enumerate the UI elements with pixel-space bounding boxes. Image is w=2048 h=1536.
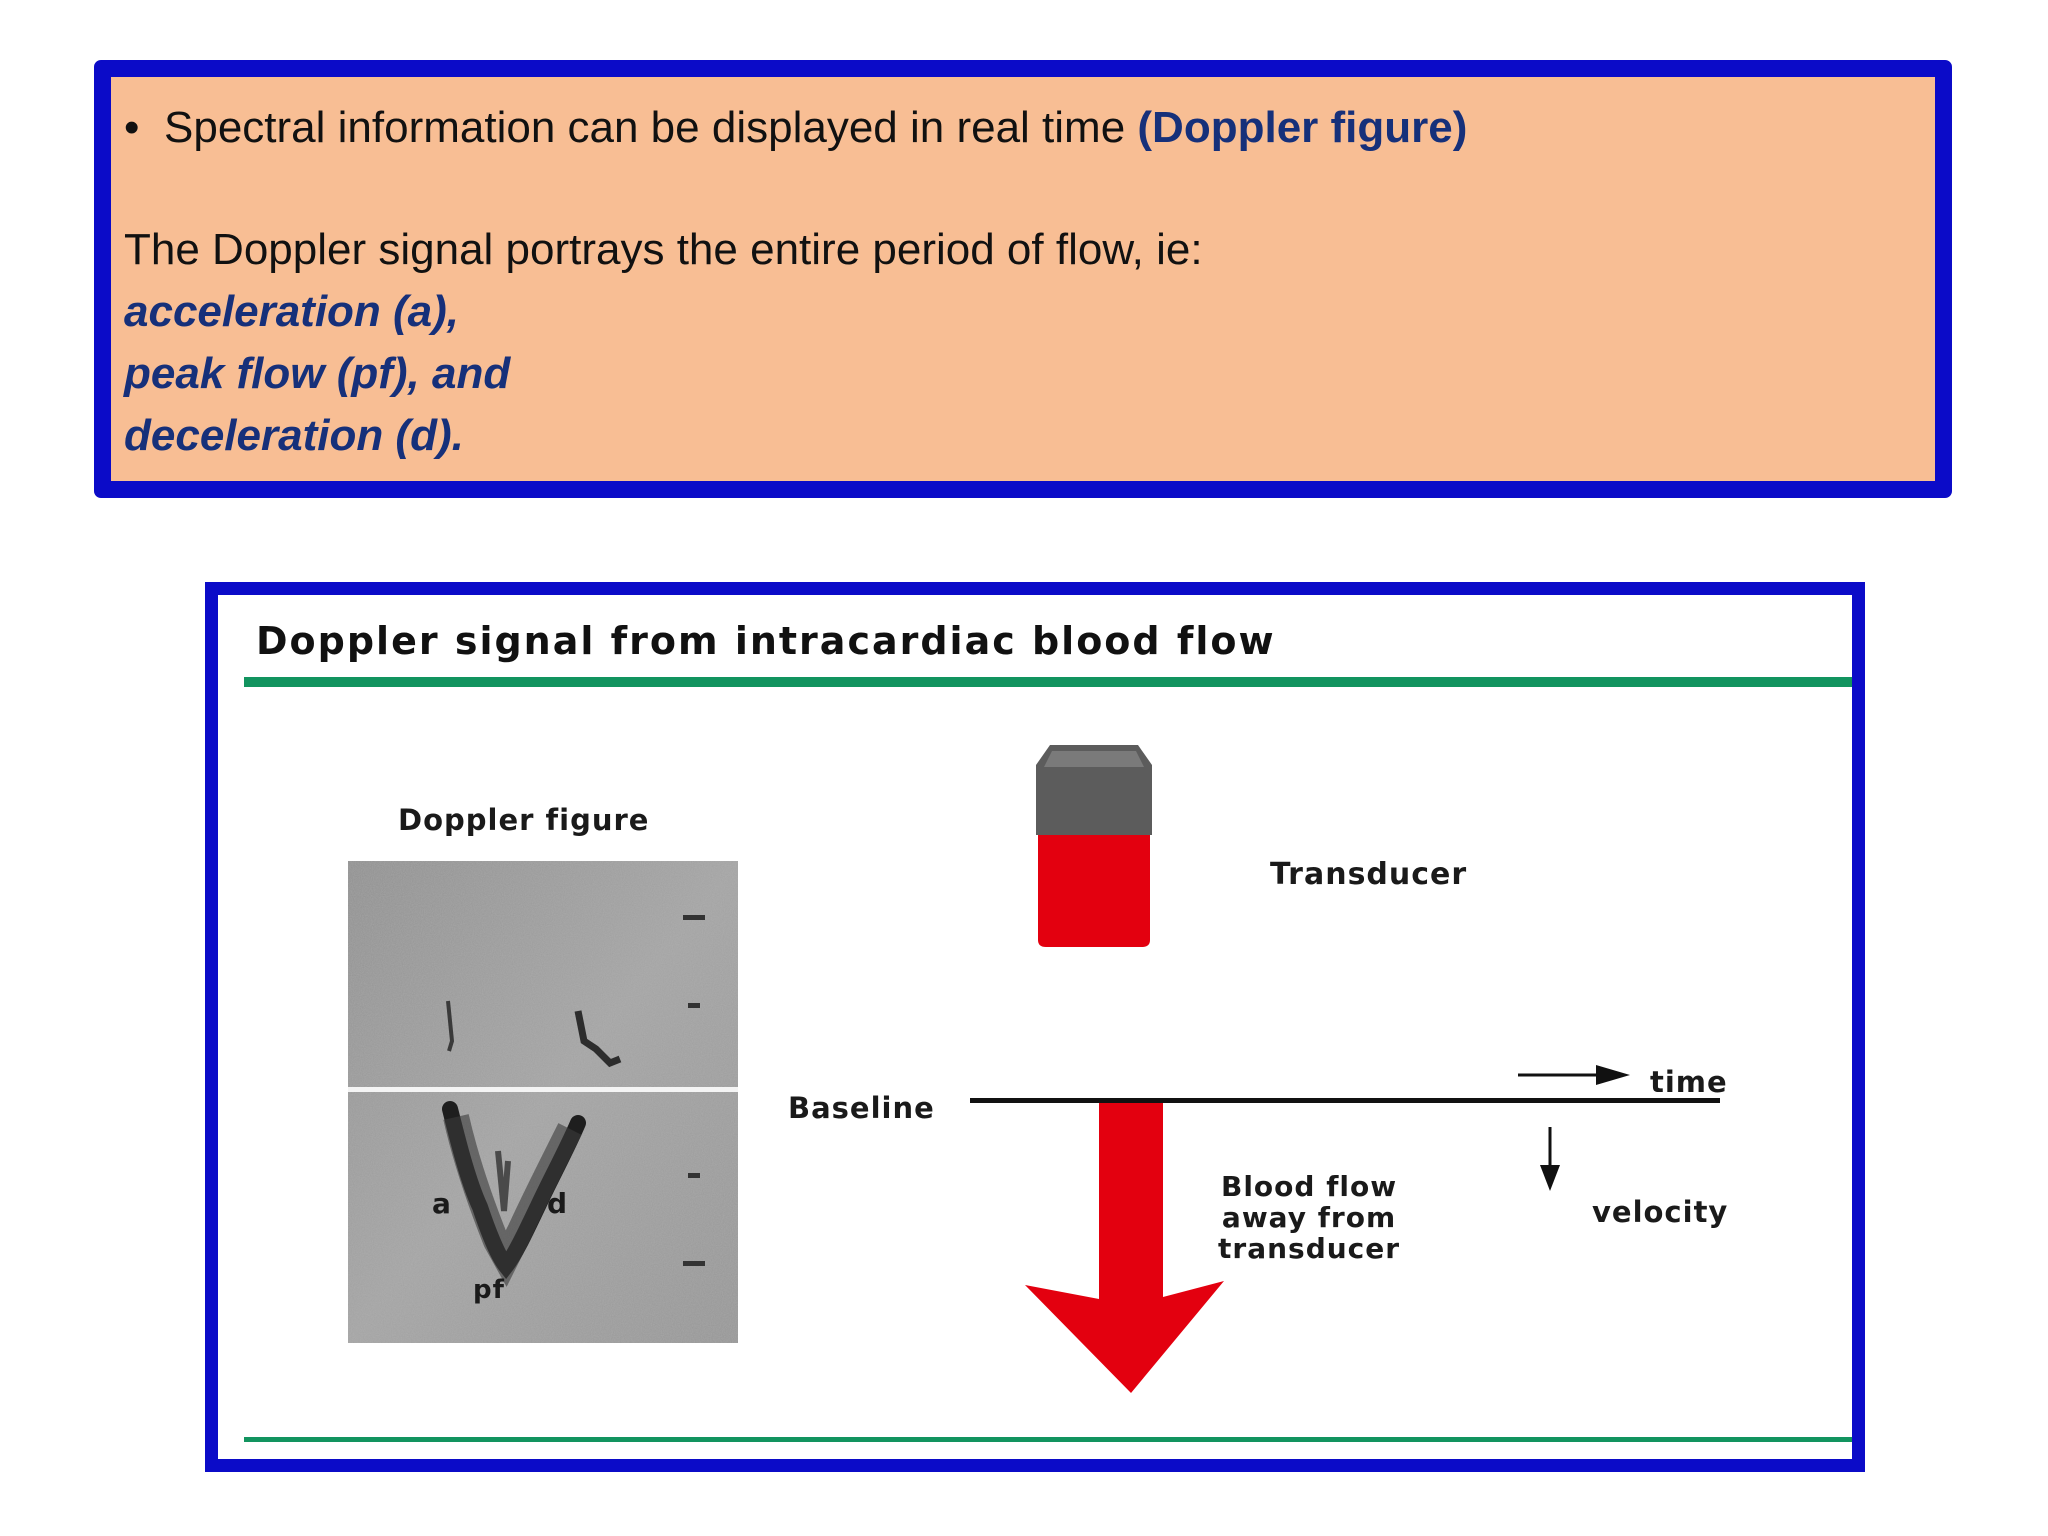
blood-flow-arrow <box>1025 1103 1224 1393</box>
velocity-label: velocity <box>1592 1195 1729 1229</box>
transducer-icon <box>1036 745 1152 835</box>
doppler-spectrum-image <box>348 861 738 1343</box>
intro-text: The Doppler signal portrays the entire p… <box>124 225 1203 274</box>
bullet-dot: • <box>124 103 140 152</box>
term-deceleration: deceleration (d). <box>124 411 464 460</box>
spectrum-label-d: d <box>547 1187 569 1220</box>
bottom-rule <box>244 1437 1852 1442</box>
spectrum-label-a: a <box>432 1187 452 1220</box>
blood-flow-label: Blood flow away from transducer <box>1218 1170 1401 1265</box>
term-acceleration: acceleration (a), <box>124 287 460 336</box>
title-rule <box>244 677 1852 687</box>
figure-frame: Doppler signal from intracardiac blood f… <box>205 582 1865 1472</box>
doppler-figure-label: Doppler figure <box>398 803 650 837</box>
figure-title: Doppler signal from intracardiac blood f… <box>256 619 1276 663</box>
text-box: • Spectral information can be displayed i… <box>94 60 1952 498</box>
term-peak-flow: peak flow (pf), and <box>124 349 511 398</box>
baseline-label: Baseline <box>788 1091 935 1125</box>
bullet-text: Spectral information can be displayed in… <box>164 103 1138 152</box>
transducer-label: Transducer <box>1270 857 1468 892</box>
bullet-line: • Spectral information can be displayed i… <box>124 103 1467 153</box>
time-label: time <box>1650 1065 1728 1099</box>
time-arrow <box>1596 1065 1630 1085</box>
bullet-emphasis: (Doppler figure) <box>1137 103 1468 152</box>
spectrum-label-pf: pf <box>473 1275 505 1305</box>
flow-diagram <box>970 745 1720 1393</box>
velocity-arrow <box>1540 1165 1560 1191</box>
